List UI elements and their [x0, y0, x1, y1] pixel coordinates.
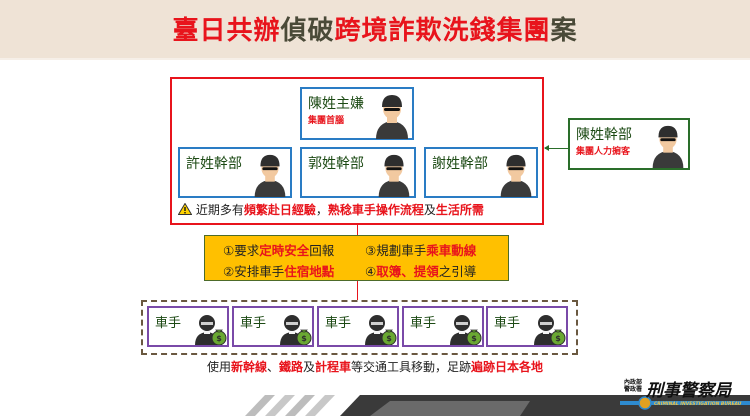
recruiter-role: 集團人力掮客 — [576, 147, 631, 157]
travel-note: 使用新幹線、鐵路及計程車等交通工具移動，足跡遍跡日本各地 — [206, 360, 544, 374]
instruction-item: ④取簿、提領之引導 — [365, 264, 477, 279]
title-segment: 偵破 — [280, 16, 335, 46]
svg-text:$: $ — [471, 334, 477, 343]
leadership-group-box — [170, 77, 544, 225]
cadre-name: 郭姓幹部 — [308, 156, 364, 172]
suspect-avatar-icon — [500, 154, 532, 197]
page-title: 臺日共辦偵破跨境詐欺洗錢集團案 — [0, 10, 750, 47]
title-segment: 案 — [550, 16, 578, 46]
connector-line — [357, 281, 358, 300]
driver-label: 車手 — [155, 316, 182, 331]
warning-text: 及 — [423, 203, 436, 217]
masked-driver-money-bag-icon: $ — [450, 315, 482, 345]
driver-box: 車手 $ — [147, 306, 229, 347]
recruiter-name: 陳姓幹部 — [576, 127, 632, 143]
logo-english: CRIMINAL INVESTIGATION BUREAU — [654, 402, 742, 407]
leader-role: 集團首腦 — [308, 116, 345, 126]
drivers-group-box — [141, 300, 578, 355]
warning-text: ， — [315, 203, 328, 217]
driver-label: 車手 — [325, 316, 352, 331]
driver-label: 車手 — [494, 316, 521, 331]
title-segment: 跨境詐欺洗錢集團 — [334, 16, 551, 46]
warning-icon — [177, 202, 193, 215]
driver-box: 車手 $ — [486, 306, 568, 347]
instruction-item: ①要求定時安全回報 — [223, 243, 335, 258]
warning-highlight: 生活所需 — [435, 203, 484, 217]
connector-line — [545, 148, 568, 149]
leader-name: 陳姓主嫌 — [308, 96, 364, 112]
driver-box: 車手 $ — [317, 306, 399, 347]
svg-text:$: $ — [555, 334, 561, 343]
warning-note: 近期多有頻繁赴日經驗，熟稔車手操作流程及生活所需 — [177, 201, 484, 218]
logo-name: 刑事警察局 — [646, 381, 731, 401]
svg-text:$: $ — [301, 334, 307, 343]
warning-text: 近期多有 — [195, 203, 244, 217]
leader-box: 陳姓主嫌 集團首腦 — [300, 87, 414, 140]
driver-label: 車手 — [240, 316, 267, 331]
title-segment: 臺日共辦 — [172, 16, 281, 46]
suspect-avatar-icon — [652, 125, 684, 168]
instruction-item: ②安排車手住宿地點 — [223, 264, 335, 279]
cib-logo: 內政部警政署 刑事警察局 CRIMINAL INVESTIGATION BURE… — [620, 375, 750, 416]
driver-box: 車手 $ — [232, 306, 314, 347]
cadre-box: 郭姓幹部 — [300, 147, 416, 198]
cadre-box: 謝姓幹部 — [424, 147, 538, 198]
connector-line — [357, 225, 358, 235]
recruiter-box: 陳姓幹部 集團人力掮客 — [568, 118, 690, 170]
arrow-left-icon — [544, 145, 549, 151]
cadre-name: 謝姓幹部 — [432, 156, 488, 172]
warning-highlight: 頻繁赴日經驗 — [243, 203, 316, 217]
cadre-name: 許姓幹部 — [186, 156, 242, 172]
instructions-box: ①要求定時安全回報 ③規劃車手乘車動線 ②安排車手住宿地點 ④取簿、提領之引導 — [204, 235, 509, 281]
masked-driver-money-bag-icon: $ — [365, 315, 397, 345]
masked-driver-money-bag-icon: $ — [195, 315, 227, 345]
driver-box: 車手 $ — [402, 306, 484, 347]
warning-highlight: 熟稔車手操作流程 — [327, 203, 424, 217]
logo-ministry: 內政部警政署 — [624, 379, 643, 393]
driver-label: 車手 — [410, 316, 437, 331]
instruction-item: ③規劃車手乘車動線 — [365, 243, 477, 258]
header-banner — [0, 0, 750, 60]
cadre-box: 許姓幹部 — [178, 147, 292, 198]
suspect-avatar-icon — [378, 154, 410, 197]
masked-driver-money-bag-icon: $ — [534, 315, 566, 345]
svg-text:$: $ — [386, 334, 392, 343]
masked-driver-money-bag-icon: $ — [280, 315, 312, 345]
svg-text:$: $ — [216, 334, 222, 343]
suspect-avatar-icon — [376, 95, 408, 139]
suspect-avatar-icon — [254, 154, 286, 197]
